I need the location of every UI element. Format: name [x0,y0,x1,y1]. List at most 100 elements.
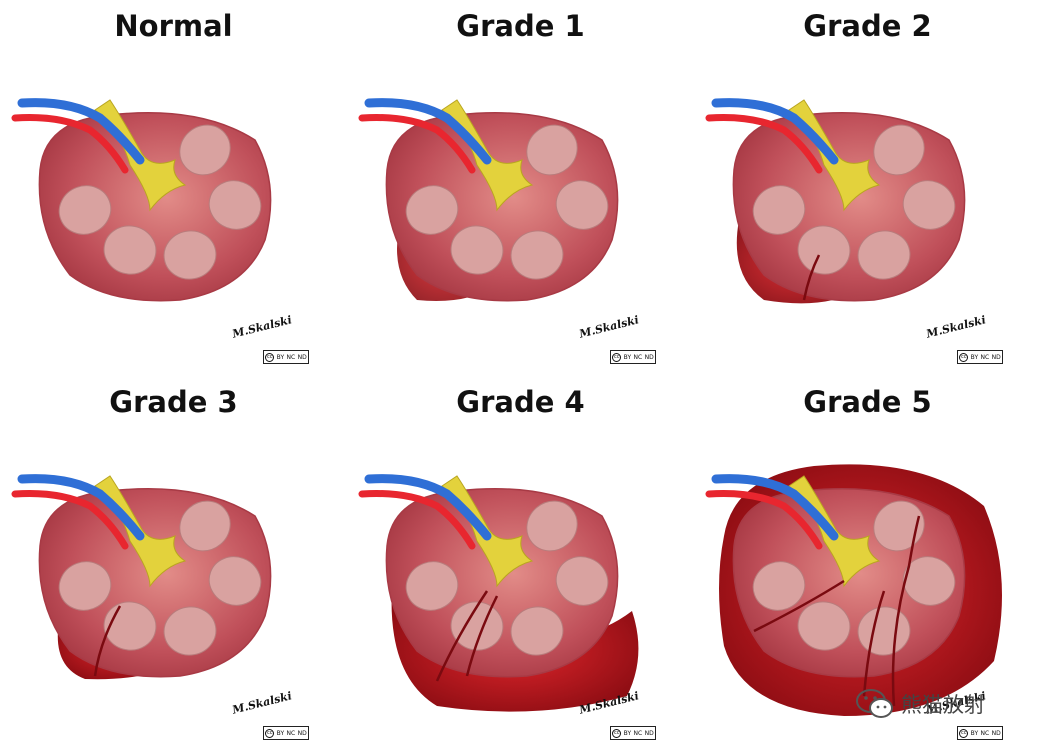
kidney-illustration [11,98,272,302]
perirenal-hematoma [736,220,859,304]
license-by: BY [276,353,285,361]
panel-grade-1: Grade 1 M.Skalski cc BY NC ND [347,0,694,376]
medullary-pyramid [58,561,112,611]
panel-title: Grade 4 [456,385,585,419]
medullary-pyramid [510,606,564,656]
kidney-layer [705,464,1002,716]
cc-license-icon: cc BY NC ND [263,350,309,364]
medullary-pyramid [526,124,578,176]
cc-license-icon: cc BY NC ND [957,350,1003,364]
kidney-illustration [358,474,639,712]
signature: M.Skalski cc BY NC ND [923,689,1003,740]
license-nc: NC [980,353,990,361]
renal-vein [364,474,492,541]
license-by: BY [970,729,979,737]
laceration [753,579,845,633]
license-nc: NC [633,729,643,737]
kidney-layer [11,98,272,302]
cc-license-icon: cc BY NC ND [957,726,1003,740]
panel-title: Grade 1 [456,9,585,43]
license-nd: ND [297,353,307,361]
medullary-pyramid [752,185,806,235]
medullary-pyramid [450,601,504,651]
renal-artery [705,490,823,550]
renal-artery [705,114,823,174]
renal-vein [711,98,839,165]
panel-grade-5: Grade 5 M.Skalski cc BY NC ND [694,376,1041,752]
medullary-pyramid [902,556,956,606]
panel-title: Grade 3 [109,385,238,419]
renal-vein [17,474,145,541]
medullary-pyramid [208,556,262,606]
license-by: BY [970,353,979,361]
license-by: BY [276,729,285,737]
medullary-pyramid [179,500,231,552]
medullary-pyramid [405,185,459,235]
medullary-pyramid [526,500,578,552]
signature: M.Skalski cc BY NC ND [923,313,1003,364]
medullary-pyramid [58,185,112,235]
medullary-pyramid [797,601,851,651]
laceration [93,605,122,677]
renal-artery [11,490,129,550]
renal-artery [358,490,476,550]
kidney-layer [705,98,966,304]
laceration [802,254,821,301]
license-nd: ND [991,353,1001,361]
medullary-pyramid [797,225,851,275]
watermark: 熊猫放射 [855,686,985,722]
medullary-pyramid [163,230,217,280]
medullary-pyramid [103,225,157,275]
license-nd: ND [297,729,307,737]
laceration [862,590,886,697]
panel-title: Grade 2 [803,9,932,43]
medullary-pyramid [405,561,459,611]
signature: M.Skalski cc BY NC ND [229,313,309,364]
panel-title: Normal [114,9,233,43]
license-nc: NC [286,729,296,737]
medullary-pyramid [510,230,564,280]
license-by: BY [623,729,632,737]
laceration [465,595,499,677]
kidney-illustration [358,98,619,302]
medullary-pyramid [179,124,231,176]
kidney-illustration [705,464,1002,716]
watermark-text: 熊猫放射 [901,693,985,717]
medullary-pyramid [857,230,911,280]
renal-artery [358,114,476,174]
medullary-pyramid [902,180,956,230]
medullary-pyramid [555,556,609,606]
cc-license-icon: cc BY NC ND [263,726,309,740]
license-nd: ND [644,729,654,737]
medullary-pyramid [555,180,609,230]
panel-normal: Normal M.Skalski cc BY NC ND [0,0,347,376]
medullary-pyramid [873,500,925,552]
kidney-illustration [11,474,272,680]
license-nc: NC [286,353,296,361]
kidney-illustration [705,98,966,304]
medullary-pyramid [163,606,217,656]
panel-grade-3: Grade 3 M.Skalski cc BY NC ND [0,376,347,752]
laceration [435,590,489,682]
medullary-pyramid [873,124,925,176]
medullary-pyramid [450,225,504,275]
license-nc: NC [633,353,643,361]
cc-license-icon: cc BY NC ND [610,726,656,740]
signature: M.Skalski cc BY NC ND [576,689,656,740]
signature: M.Skalski cc BY NC ND [229,689,309,740]
renal-vein [711,474,839,541]
kidney-layer [358,474,639,712]
panel-grade-4: Grade 4 M.Skalski cc BY NC ND [347,376,694,752]
license-nd: ND [991,729,1001,737]
renal-artery [11,114,129,174]
renal-vein [17,98,145,165]
license-nd: ND [644,353,654,361]
medullary-pyramid [752,561,806,611]
renal-vein [364,98,492,165]
medullary-pyramid [208,180,262,230]
laceration [891,515,921,707]
panel-grade-2: Grade 2 M.Skalski cc BY NC ND [694,0,1041,376]
cc-license-icon: cc BY NC ND [610,350,656,364]
kidney-layer [358,98,619,302]
wechat-icon [856,689,893,718]
